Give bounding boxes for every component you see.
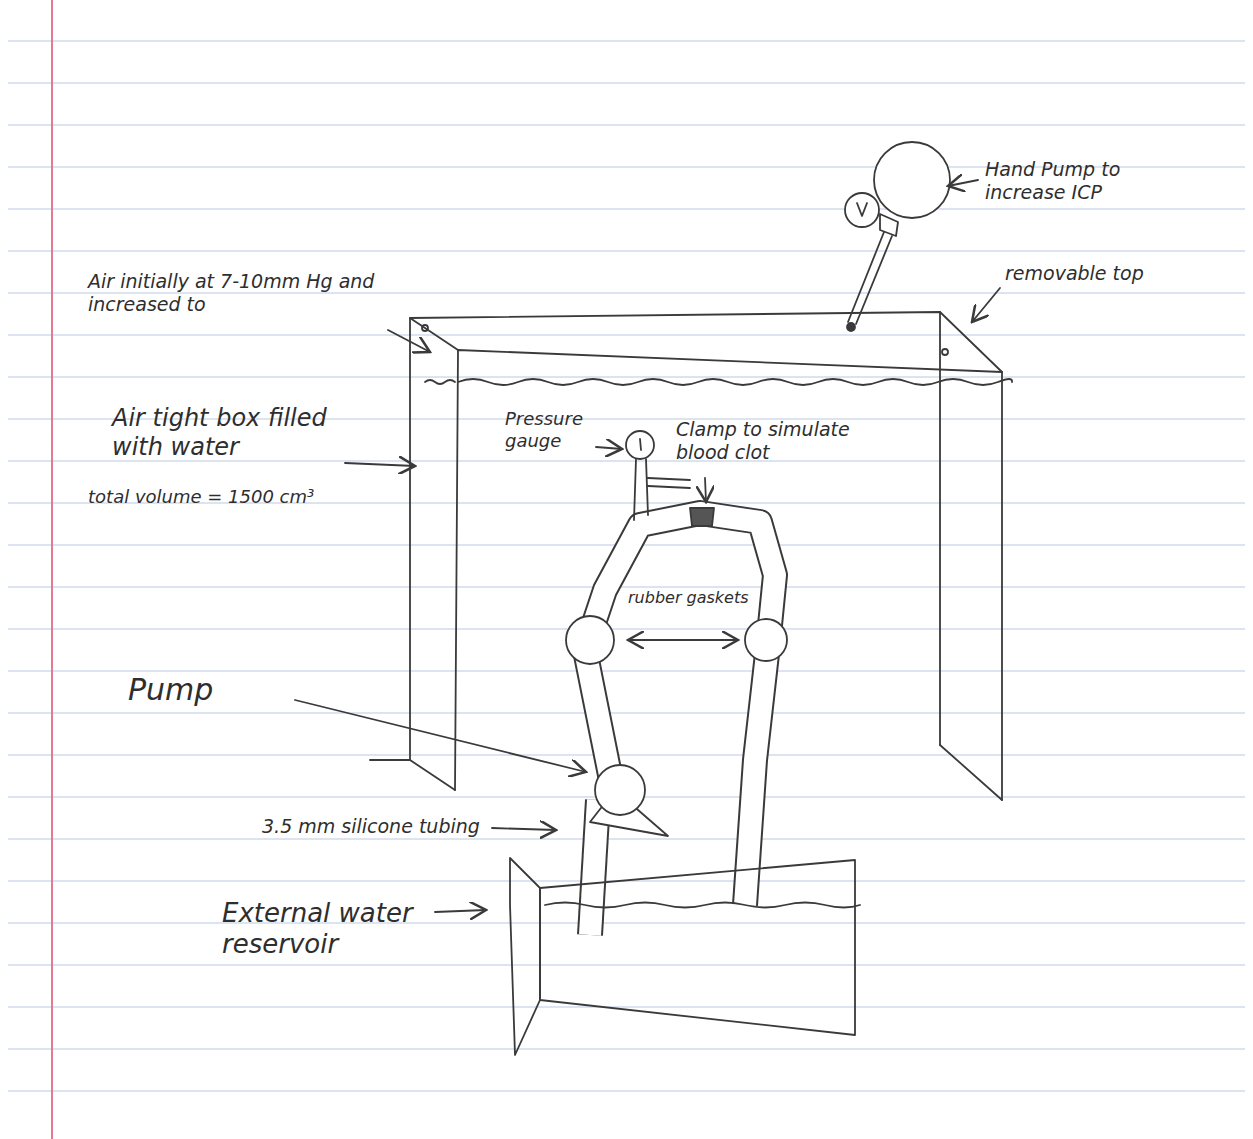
- gauge-stem: [634, 459, 690, 520]
- water-line: [458, 379, 1012, 385]
- callout-label: Air tight box filled with water: [112, 404, 348, 462]
- rubber-gasket: [745, 619, 787, 661]
- pump-valve: [845, 193, 879, 227]
- box-bottom-edges: [370, 745, 1002, 800]
- margin-line: [51, 0, 53, 1139]
- tube-outline: [585, 513, 775, 905]
- lid-screw: [942, 349, 948, 355]
- callout-label: External water reservoir: [222, 898, 442, 960]
- rubber-gasket: [566, 616, 614, 664]
- leader-arrow: [705, 478, 706, 502]
- leader-arrow: [972, 288, 1000, 322]
- callout-label: Clamp to simulate blood clot: [676, 418, 876, 464]
- leader-arrow: [435, 910, 486, 912]
- callout-label: total volume = 1500 cm³: [88, 486, 378, 508]
- callout-label: rubber gaskets: [628, 588, 758, 607]
- pump-neck: [880, 214, 898, 236]
- gauge-needle: [640, 439, 641, 450]
- leader-arrow: [388, 330, 430, 352]
- reservoir-front: [540, 860, 855, 1035]
- reservoir-side: [510, 858, 540, 1055]
- clamp: [690, 508, 714, 526]
- air-marks: [425, 380, 455, 384]
- leader-arrow: [948, 180, 978, 186]
- valve-mark: [857, 203, 867, 216]
- lid-screw: [422, 325, 428, 331]
- pressure-gauge: [626, 431, 654, 459]
- callout-label: removable top: [1005, 262, 1175, 285]
- callout-label: Air initially at 7-10mm Hg and increased…: [88, 270, 388, 316]
- ruled-lines: [8, 8, 1245, 1131]
- box-top-edges: [410, 312, 1002, 372]
- hose-end: [847, 323, 855, 331]
- pump: [595, 765, 645, 815]
- leader-arrow: [295, 700, 586, 772]
- leader-arrow: [628, 639, 738, 641]
- pump-bulb: [874, 142, 950, 218]
- leader-arrow: [345, 463, 415, 466]
- pump-hose: [848, 232, 892, 324]
- reservoir-water: [545, 903, 860, 908]
- callout-label: Pump: [128, 672, 288, 708]
- callout-label: Pressure gauge: [505, 408, 600, 451]
- tube-inner: [585, 513, 775, 905]
- callout-label: 3.5 mm silicone tubing: [262, 815, 490, 838]
- callout-label: Hand Pump to increase ICP: [985, 158, 1195, 204]
- box-front-edges: [455, 350, 1002, 800]
- leader-arrow: [492, 828, 556, 830]
- silicone-tubing: [585, 513, 775, 935]
- leader-arrow: [596, 447, 622, 449]
